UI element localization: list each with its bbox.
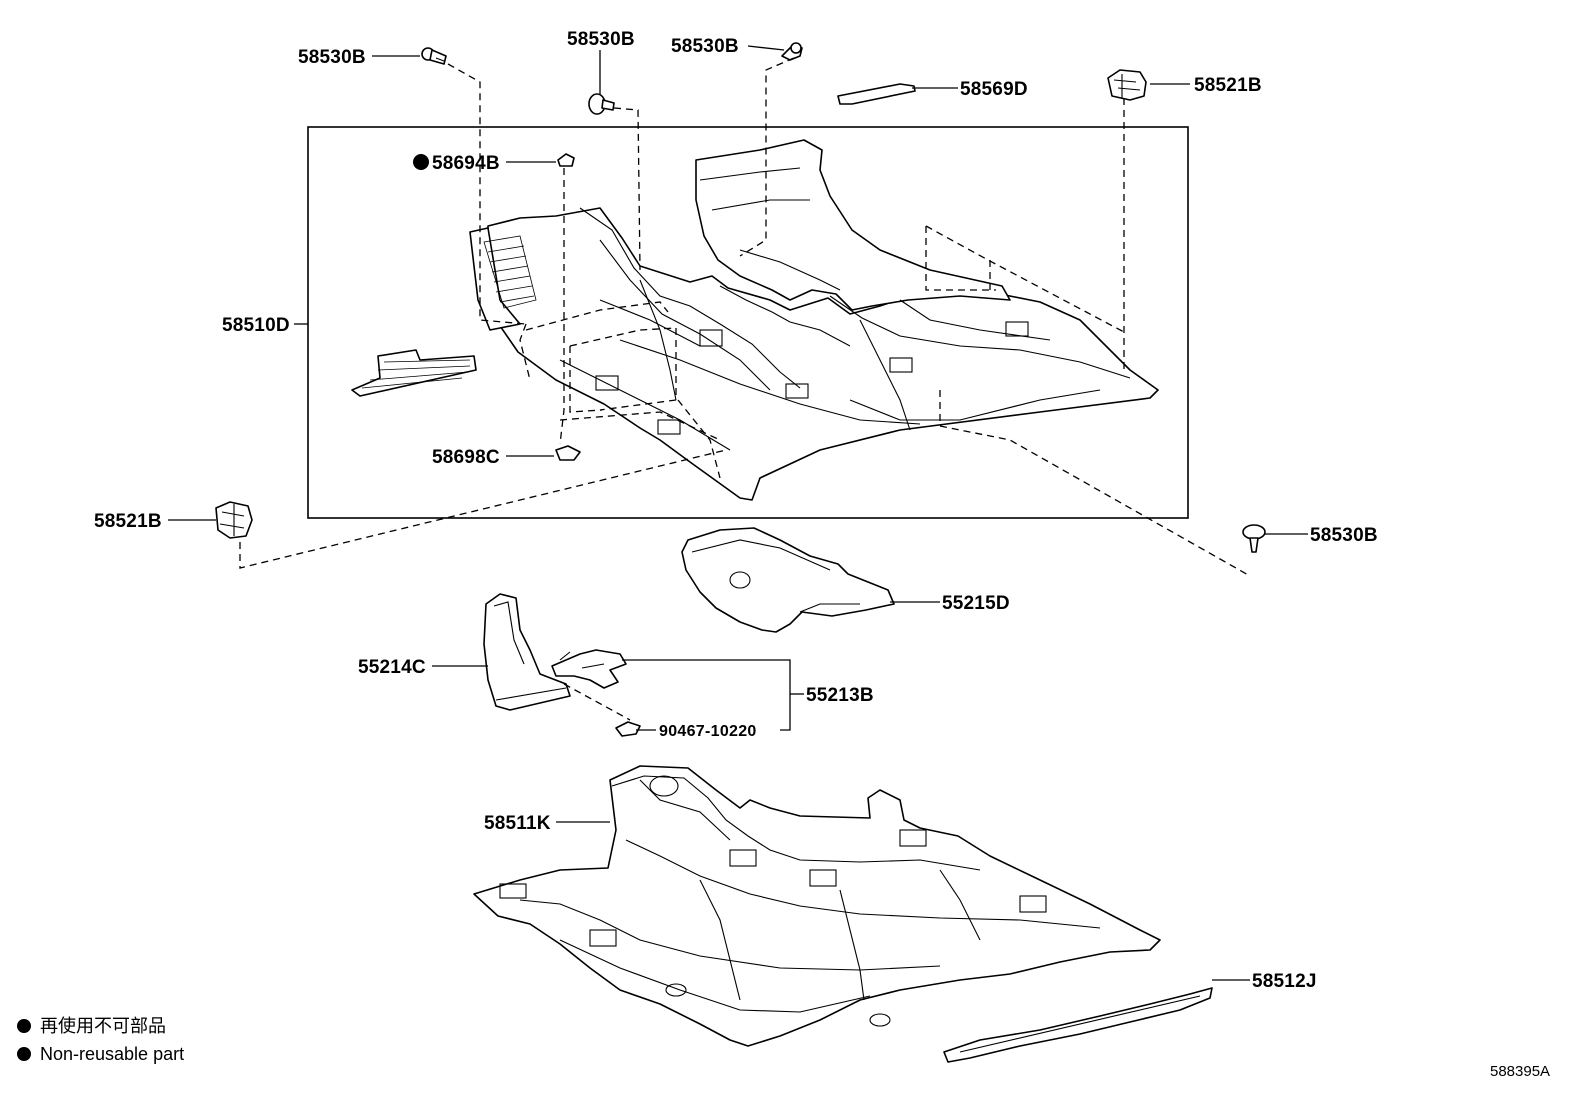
bracket-58521B-top (1107, 69, 1147, 101)
label-58530B-top-right: 58530B (671, 36, 739, 57)
diagram-code: 588395A (1490, 1063, 1550, 1080)
clip-58694B (557, 153, 575, 167)
clip-58530B-top-right (781, 42, 803, 61)
legend-text-ja: 再使用不可部品 (40, 1016, 166, 1036)
clip-58530B-top-mid (588, 93, 615, 115)
carpet-58510D (469, 139, 1159, 501)
label-58694B: 58694B (432, 153, 500, 174)
assembly-frame (307, 126, 1189, 519)
label-58521B-top: 58521B (1194, 75, 1262, 96)
label-58511K: 58511K (484, 813, 551, 834)
label-58530B-top-left: 58530B (298, 47, 366, 68)
clip-90467-10220 (615, 721, 641, 737)
floor-pad-58511K (473, 765, 1161, 1047)
label-58512J: 58512J (1252, 971, 1317, 992)
label-55214C: 55214C (358, 657, 426, 678)
legend-dot-en (17, 1047, 31, 1061)
label-58521B-left: 58521B (94, 511, 162, 532)
legend-text-en: Non-reusable part (40, 1044, 184, 1064)
bracket-58521B-left (215, 501, 253, 539)
heel-pad (351, 349, 477, 397)
clip-58698C (555, 445, 581, 461)
trim-strip-58569D (837, 83, 916, 105)
label-58530B-top-mid: 58530B (567, 29, 635, 50)
pad-55214C (483, 593, 571, 711)
label-55213B: 55213B (806, 685, 874, 706)
label-58569D: 58569D (960, 79, 1028, 100)
label-90467-10220: 90467-10220 (659, 723, 757, 740)
clip-58530B-right (1242, 524, 1266, 553)
label-58510D: 58510D (222, 315, 290, 336)
clip-58530B-top-left (421, 47, 447, 65)
bracket-55213B (551, 649, 627, 689)
label-55215D: 55215D (942, 593, 1010, 614)
cover-55215D (681, 527, 895, 633)
legend-dot-ja (17, 1019, 31, 1033)
label-58698C: 58698C (432, 447, 500, 468)
non-reusable-dot-58694B (413, 154, 429, 170)
label-58530B-right: 58530B (1310, 525, 1378, 546)
